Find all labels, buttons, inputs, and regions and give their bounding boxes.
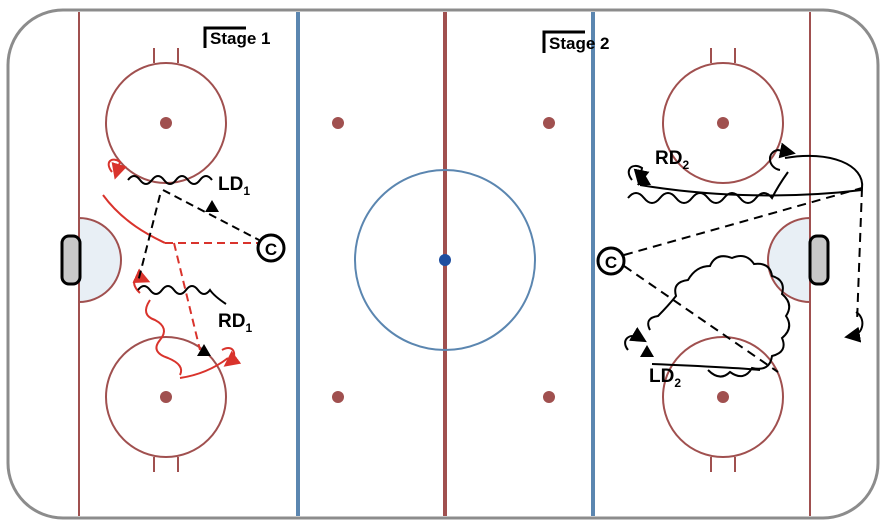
rd1-label: RD1 xyxy=(218,311,252,335)
goal-net-left xyxy=(60,234,82,286)
stage1-pivot-arrow xyxy=(221,347,242,367)
center-faceoff-dot xyxy=(439,254,451,266)
faceoff-circle-left-bottom xyxy=(105,336,227,472)
neutral-dot xyxy=(543,391,555,403)
stage1-skate-path xyxy=(102,194,166,244)
faceoff-circle-right-bottom xyxy=(662,336,784,472)
neutral-dot xyxy=(332,117,344,129)
ld2-label: LD2 xyxy=(649,366,681,390)
faceoff-dot xyxy=(717,117,729,129)
faceoff-dot xyxy=(160,117,172,129)
stage1-label-bracket xyxy=(203,26,246,48)
faceoff-circle-right-top xyxy=(662,48,784,184)
stage2-label: Stage 2 xyxy=(549,34,609,53)
stage2-skate-path xyxy=(639,184,863,197)
neutral-dot xyxy=(332,391,344,403)
stage2-pivot-arrow xyxy=(627,164,650,186)
coach1-label: C xyxy=(265,240,277,259)
rd2-marker xyxy=(637,173,651,185)
stage1-pass xyxy=(162,189,260,241)
goal-net-right xyxy=(808,234,830,286)
stage2-puck-carry xyxy=(627,171,789,204)
stage2-label-bracket xyxy=(542,30,585,53)
faceoff-dot xyxy=(717,391,729,403)
stage2-pass xyxy=(623,265,779,373)
stage1-puck-carry xyxy=(127,175,213,185)
stage1-skate-path xyxy=(179,357,229,379)
center-circle xyxy=(354,169,536,351)
stage1-skate-path xyxy=(145,299,183,376)
faceoff-dot xyxy=(160,391,172,403)
stage2-skate-path xyxy=(651,363,761,371)
ld2-marker xyxy=(640,345,654,357)
stage1-drill xyxy=(102,158,260,379)
coach1-circle xyxy=(256,233,286,263)
stage2-pass xyxy=(623,187,863,256)
goal-crease-right xyxy=(767,216,811,304)
stage1-pass xyxy=(137,194,161,283)
stage2-skate-path xyxy=(784,154,864,189)
coach2-circle xyxy=(596,246,626,276)
rd1-marker xyxy=(197,344,211,356)
rd2-label: RD2 xyxy=(655,148,689,172)
stage2-pass xyxy=(856,187,863,323)
stage1-pivot-arrow xyxy=(132,268,151,294)
stage1-puck-carry xyxy=(137,285,227,305)
stage2-pivot-arrow xyxy=(769,142,796,171)
stage1-label: Stage 1 xyxy=(210,29,270,48)
ld1-marker xyxy=(205,200,219,212)
stage2-pivot-arrow xyxy=(844,311,864,343)
stage2-pivot-arrow xyxy=(624,327,647,351)
stage2-drill xyxy=(623,142,864,378)
stage2-puck-carry xyxy=(647,255,791,378)
ld1-label: LD1 xyxy=(218,174,250,198)
coach2-label: C xyxy=(605,253,617,272)
goal-crease-left xyxy=(78,216,122,304)
stage1-pivot-arrow xyxy=(107,158,127,180)
neutral-dot xyxy=(543,117,555,129)
stage1-pass xyxy=(173,242,201,351)
